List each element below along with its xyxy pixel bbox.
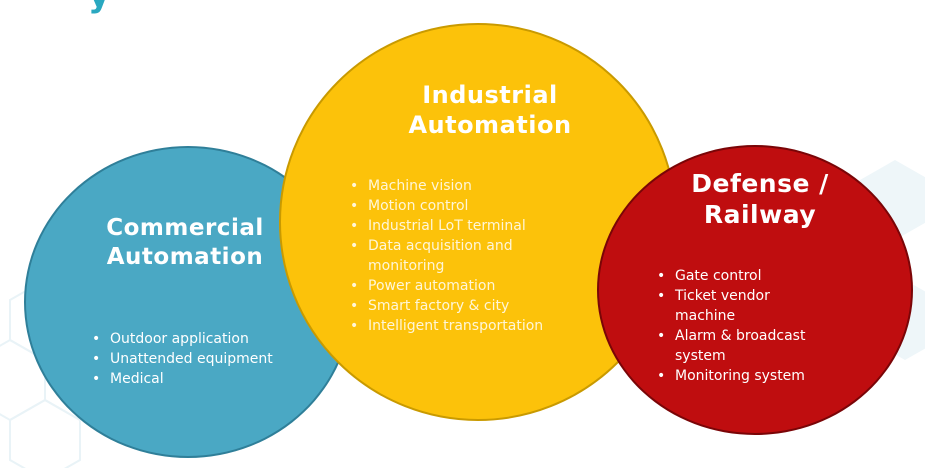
list-item: Gate control (653, 266, 873, 286)
commercial-automation-heading: Commercial Automation (60, 214, 310, 272)
list-item: Smart factory & city (346, 296, 606, 316)
heading-line: Railway (703, 200, 817, 230)
list-item: Outdoor application (88, 329, 338, 349)
list-item-continuation: machine (675, 308, 736, 324)
defense-railway-list: Gate control Ticket vendor machine Alarm… (653, 266, 873, 386)
commercial-automation-list: Outdoor application Unattended equipment… (88, 329, 338, 389)
list-item: Motion control (346, 196, 606, 216)
heading-line: Industrial (422, 81, 558, 109)
list-item: Alarm & broadcast (653, 326, 873, 346)
list-item: Medical (88, 369, 338, 389)
list-item-continuation: monitoring (368, 258, 445, 274)
slide-title-fragment: y (88, 0, 110, 12)
list-item: Intelligent transportation (346, 316, 606, 336)
defense-railway-heading: Defense / Railway (640, 168, 880, 231)
industrial-automation-heading: Industrial Automation (360, 80, 620, 140)
list-item: Monitoring system (653, 366, 873, 386)
list-item-continuation: system (675, 348, 726, 364)
list-item: Industrial LoT terminal (346, 216, 606, 236)
industrial-automation-list: Machine vision Motion control Industrial… (346, 176, 606, 336)
heading-line: Commercial (106, 215, 264, 241)
heading-line: Automation (408, 111, 572, 139)
list-item: Power automation (346, 276, 606, 296)
list-item: Machine vision (346, 176, 606, 196)
list-item: Ticket vendor (653, 286, 873, 306)
list-item: Unattended equipment (88, 349, 338, 369)
heading-line: Automation (106, 243, 264, 270)
heading-line: Defense / (691, 169, 829, 198)
list-item: Data acquisition and (346, 236, 606, 256)
